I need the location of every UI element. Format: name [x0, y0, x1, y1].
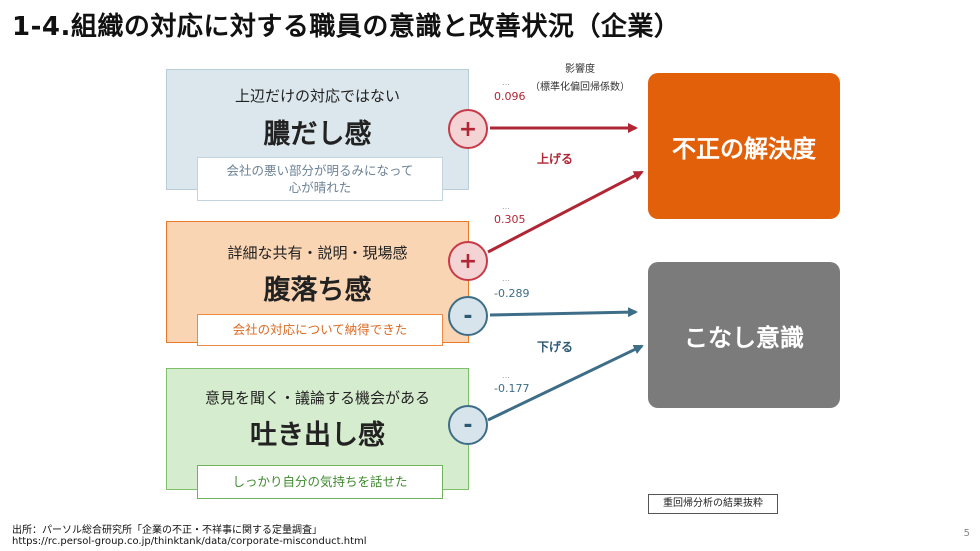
ellipsis-mark: …: [502, 371, 510, 380]
legend-title: 影響度: [565, 64, 595, 75]
arrow-path-3: [489, 307, 638, 318]
source-box-heading: 上辺だけの対応ではない: [234, 87, 400, 105]
source-box-title: 膿だし感: [263, 119, 372, 150]
arrow-path-4: [487, 344, 644, 422]
source-box-description: しっかり自分の気持ちを話せた: [197, 465, 443, 499]
plus-sign-circle: +: [448, 109, 488, 149]
minus-sign-circle: -: [448, 405, 488, 445]
direction-up-label: 上げる: [537, 152, 574, 166]
source-box-hakidashi: 意見を聞く・議論する機会がある 吐き出し感 しっかり自分の気持ちを話せた: [166, 368, 469, 499]
arrow-path-2: [487, 170, 644, 254]
page-title: 1-4.組織の対応に対する職員の意識と改善状況（企業）: [12, 12, 681, 42]
source-box-heading: 意見を聞く・議論する機会がある: [204, 389, 430, 407]
ellipsis-mark: …: [502, 274, 510, 283]
target-konashi-ishiki: こなし意識: [648, 262, 840, 408]
coefficient-label: -0.289: [494, 287, 530, 300]
target-fusei-kaiketsudo: 不正の解決度: [648, 73, 840, 219]
description-line: 心が晴れた: [288, 180, 352, 195]
description-line: しっかり自分の気持ちを話せた: [232, 474, 408, 489]
source-box-title: 腹落ち感: [263, 275, 372, 306]
page-number: 5: [963, 528, 970, 539]
coefficient-label: 0.305: [494, 213, 526, 226]
legend-subtitle: （標準化偏回帰係数）: [530, 82, 630, 93]
ellipsis-mark: …: [502, 202, 510, 211]
description-line: 会社の対応について納得できた: [232, 322, 408, 337]
minus-sign-circle: -: [448, 296, 488, 336]
source-box-description: 会社の対応について納得できた: [197, 314, 443, 346]
coefficient-label: -0.177: [494, 382, 530, 395]
source-citation: 出所：パーソル総合研究所「企業の不正・不祥事に関する定量調査」: [12, 525, 322, 536]
coefficient-label: 0.096: [494, 90, 526, 103]
plus-sign-circle: +: [448, 241, 488, 281]
description-line: 会社の悪い部分が明るみになって: [226, 163, 414, 178]
source-box-description: 会社の悪い部分が明るみになって 心が晴れた: [197, 157, 443, 201]
source-box-undashi: 上辺だけの対応ではない 膿だし感 会社の悪い部分が明るみになって 心が晴れた: [166, 69, 469, 201]
source-box-heading: 詳細な共有・説明・現場感: [227, 244, 408, 262]
direction-down-label: 下げる: [537, 340, 574, 354]
analysis-note: 重回帰分析の結果抜粋: [648, 494, 778, 514]
ellipsis-mark: …: [502, 78, 510, 87]
source-url: https://rc.persol-group.co.jp/thinktank/…: [12, 536, 367, 547]
source-box-title: 吐き出し感: [250, 420, 385, 451]
source-box-haraochi: 詳細な共有・説明・現場感 腹落ち感 会社の対応について納得できた: [166, 221, 469, 346]
